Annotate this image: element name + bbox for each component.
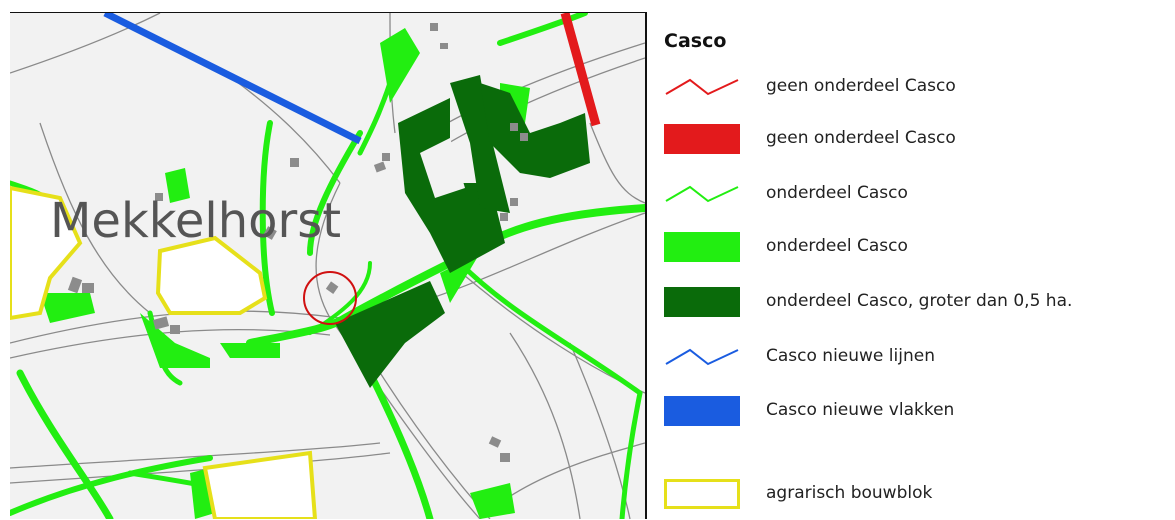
legend-label: Casco nieuwe vlakken <box>766 400 955 420</box>
legend-item-green-area: onderdeel Casco <box>660 232 1170 272</box>
casco-red-line <box>560 13 601 127</box>
red-line-icon <box>665 78 739 96</box>
legend-label: onderdeel Casco <box>766 183 908 203</box>
legend-label: agrarisch bouwblok <box>766 483 933 503</box>
legend-item-blue-line: Casco nieuwe lijnen <box>660 342 1170 382</box>
green-area-icon <box>664 232 740 262</box>
dark-green-area-icon <box>664 287 740 317</box>
legend-label: geen onderdeel Casco <box>766 76 956 96</box>
buildings <box>67 23 528 462</box>
blue-area-icon <box>664 396 740 426</box>
legend-title: Casco <box>664 30 727 52</box>
legend-item-green-line: onderdeel Casco <box>660 179 1170 219</box>
map-legend: Casco geen onderdeel Casco geen onderdee… <box>660 24 1170 509</box>
highlight-circle <box>303 271 357 325</box>
legend-label: onderdeel Casco, groter dan 0,5 ha. <box>766 291 1073 311</box>
red-area-icon <box>664 124 740 154</box>
legend-item-red-area: geen onderdeel Casco <box>660 124 1170 164</box>
legend-label: Casco nieuwe lijnen <box>766 346 935 366</box>
agrarian-blocks <box>10 185 318 519</box>
map-panel: Mekkelhorst <box>10 12 647 519</box>
legend-label: onderdeel Casco <box>766 236 908 256</box>
road-network <box>10 13 645 519</box>
map-canvas <box>10 13 645 519</box>
casco-blue-line <box>103 13 362 145</box>
legend-item-blue-area: Casco nieuwe vlakken <box>660 396 1170 436</box>
legend-item-dark-green-area: onderdeel Casco, groter dan 0,5 ha. <box>660 287 1170 327</box>
yellow-outline-icon <box>664 479 740 509</box>
blue-line-icon <box>665 348 739 366</box>
place-name-label: Mekkelhorst <box>50 193 342 249</box>
legend-label: geen onderdeel Casco <box>766 128 956 148</box>
legend-item-red-line: geen onderdeel Casco <box>660 72 1170 112</box>
dark-block-gaps <box>420 138 465 198</box>
legend-item-yellow-outline: agrarisch bouwblok <box>660 479 1170 519</box>
green-line-icon <box>665 185 739 203</box>
